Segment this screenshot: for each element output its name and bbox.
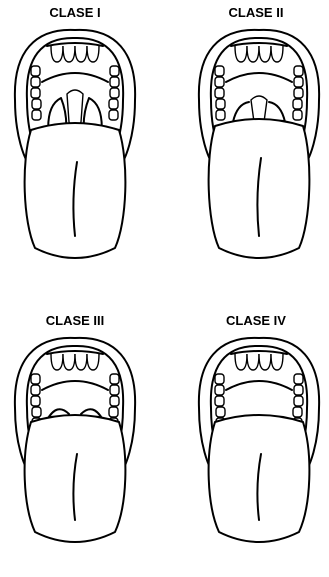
tooth	[215, 77, 224, 87]
mouth-group	[199, 338, 319, 542]
tongue	[25, 123, 126, 258]
panel-clase-3: CLASE III	[0, 312, 150, 577]
tooth	[110, 66, 119, 76]
side-teeth-left	[215, 66, 225, 120]
tooth	[235, 46, 247, 62]
tooth	[215, 88, 224, 98]
tooth	[216, 407, 225, 417]
tooth	[32, 407, 41, 417]
tooth	[294, 77, 303, 87]
tooth	[110, 396, 119, 406]
tooth	[32, 110, 41, 120]
panel-clase-2: CLASE II	[194, 4, 329, 269]
side-teeth-right	[109, 66, 119, 120]
side-teeth-right	[293, 66, 303, 120]
tooth	[109, 99, 118, 109]
mouth-group	[199, 30, 319, 258]
tooth	[293, 407, 302, 417]
panel-title: CLASE III	[0, 312, 150, 330]
tooth	[216, 99, 225, 109]
tooth	[51, 354, 63, 370]
mouth-illustration-clase-2	[194, 22, 324, 272]
tooth	[31, 77, 40, 87]
tooth	[75, 354, 87, 370]
tooth	[293, 110, 302, 120]
mouth-group	[15, 338, 135, 542]
tooth	[110, 374, 119, 384]
tooth	[259, 354, 271, 370]
tooth	[293, 99, 302, 109]
tooth	[247, 354, 259, 370]
tooth	[31, 374, 40, 384]
side-teeth-left	[31, 66, 41, 120]
tooth	[31, 66, 40, 76]
tooth	[294, 385, 303, 395]
tooth	[32, 99, 41, 109]
tooth	[271, 354, 283, 370]
tooth	[235, 354, 247, 370]
tooth	[215, 385, 224, 395]
panel-clase-1: CLASE I	[0, 4, 150, 269]
tooth	[110, 88, 119, 98]
tooth	[294, 66, 303, 76]
tooth	[31, 385, 40, 395]
panel-title: CLASE I	[0, 4, 150, 22]
tooth	[109, 110, 118, 120]
tooth	[294, 396, 303, 406]
tooth	[63, 46, 75, 62]
tooth	[215, 374, 224, 384]
tooth	[294, 88, 303, 98]
tooth	[259, 46, 271, 62]
tooth	[216, 110, 225, 120]
panel-clase-4: CLASE IV	[194, 312, 329, 577]
panel-title: CLASE II	[181, 4, 329, 22]
tooth	[271, 46, 283, 62]
tongue	[209, 119, 310, 258]
tooth	[215, 396, 224, 406]
tooth	[294, 374, 303, 384]
mouth-illustration-clase-4	[194, 330, 324, 556]
tooth	[109, 407, 118, 417]
tooth	[247, 46, 259, 62]
tongue	[25, 415, 126, 542]
tooth	[31, 88, 40, 98]
tooth	[87, 354, 99, 370]
mouth-illustration-clase-1	[0, 22, 150, 272]
mouth-illustration-clase-3	[0, 330, 150, 556]
tooth	[87, 46, 99, 62]
tongue	[209, 415, 310, 542]
tooth	[110, 77, 119, 87]
uvula	[67, 90, 83, 127]
tooth	[63, 354, 75, 370]
tooth	[215, 66, 224, 76]
tooth	[75, 46, 87, 62]
panel-title: CLASE IV	[181, 312, 329, 330]
tooth	[31, 396, 40, 406]
mouth-group	[15, 30, 135, 258]
tooth	[110, 385, 119, 395]
tooth	[51, 46, 63, 62]
